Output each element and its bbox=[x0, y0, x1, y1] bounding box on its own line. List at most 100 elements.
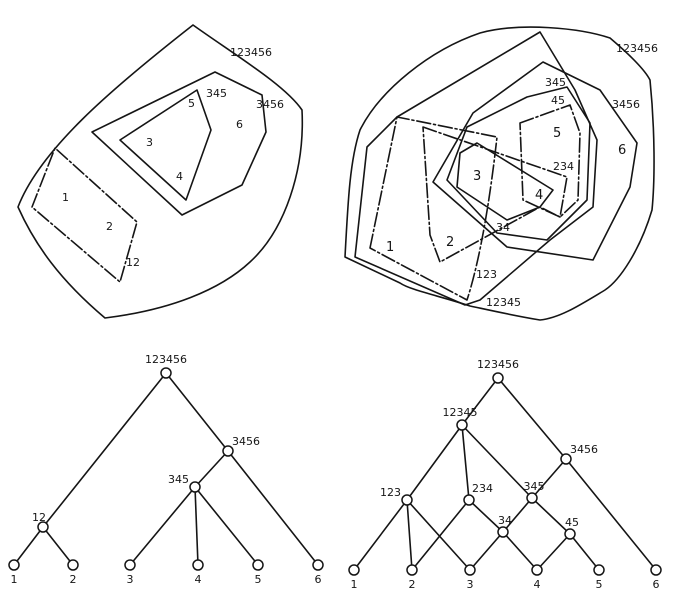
node-3 bbox=[124, 559, 136, 571]
node-3456 bbox=[560, 453, 572, 465]
node-label-12345: 12345 bbox=[443, 406, 478, 419]
edge-234-34 bbox=[468, 499, 504, 533]
label-345: 345 bbox=[545, 76, 566, 89]
node-1 bbox=[348, 564, 360, 576]
node-label-4: 4 bbox=[534, 578, 541, 591]
edge-345-4 bbox=[194, 486, 199, 566]
node-label-345: 345 bbox=[524, 480, 545, 493]
element-6: 6 bbox=[618, 143, 626, 158]
node-234 bbox=[463, 494, 475, 506]
label-345: 345 bbox=[206, 87, 227, 100]
node-label-3456: 3456 bbox=[570, 443, 598, 456]
edge-45-5 bbox=[569, 533, 600, 571]
node-2 bbox=[67, 559, 79, 571]
label-45: 45 bbox=[551, 94, 565, 107]
node-label-234: 234 bbox=[472, 482, 493, 495]
label-12345: 12345 bbox=[486, 296, 521, 309]
edge-123456-3456 bbox=[165, 372, 229, 452]
set-345 bbox=[446, 86, 591, 241]
element-3: 3 bbox=[473, 169, 481, 184]
node-label-1: 1 bbox=[351, 578, 358, 591]
node-34 bbox=[497, 526, 509, 538]
element-2: 2 bbox=[446, 235, 454, 250]
node-label-5: 5 bbox=[255, 573, 262, 586]
label-3456: 3456 bbox=[256, 98, 284, 111]
element-2: 2 bbox=[106, 220, 113, 233]
element-4: 4 bbox=[176, 170, 183, 183]
node-345 bbox=[526, 492, 538, 504]
node-123456 bbox=[160, 367, 172, 379]
element-5: 5 bbox=[188, 97, 195, 110]
edge-345-45 bbox=[531, 497, 571, 535]
node-label-2: 2 bbox=[409, 578, 416, 591]
node-label-5: 5 bbox=[596, 578, 603, 591]
node-6 bbox=[650, 564, 662, 576]
node-label-123456: 123456 bbox=[477, 358, 519, 371]
node-2 bbox=[406, 564, 418, 576]
edge-3456-6 bbox=[565, 458, 657, 571]
tree-set-diagram: 123456 12 3456 345 1 2 3 4 5 6 bbox=[17, 24, 304, 319]
label-123456: 123456 bbox=[230, 46, 272, 59]
edge-123456-12345 bbox=[461, 377, 499, 426]
node-label-12: 12 bbox=[32, 511, 46, 524]
element-6: 6 bbox=[236, 118, 243, 131]
node-label-3: 3 bbox=[127, 573, 134, 586]
set-345 bbox=[119, 89, 212, 201]
edge-34-3 bbox=[469, 531, 504, 571]
node-label-6: 6 bbox=[653, 578, 660, 591]
edge-123456-3456 bbox=[497, 377, 567, 460]
node-label-2: 2 bbox=[70, 573, 77, 586]
edge-12345-234 bbox=[461, 424, 470, 501]
edge-34-4 bbox=[502, 531, 538, 571]
edge-123-2 bbox=[406, 499, 413, 571]
edge-345-5 bbox=[194, 486, 259, 566]
label-123456: 123456 bbox=[616, 42, 658, 55]
node-4 bbox=[531, 564, 543, 576]
node-label-345: 345 bbox=[168, 473, 189, 486]
node-label-3: 3 bbox=[467, 578, 474, 591]
node-1 bbox=[8, 559, 20, 571]
edge-123456-12 bbox=[42, 372, 167, 528]
set-123456 bbox=[17, 24, 304, 319]
node-5 bbox=[252, 559, 264, 571]
label-123: 123 bbox=[476, 268, 497, 281]
node-3456 bbox=[222, 445, 234, 457]
edge-12345-345 bbox=[461, 424, 533, 499]
element-1: 1 bbox=[62, 191, 69, 204]
edge-12-2 bbox=[42, 526, 74, 566]
node-3 bbox=[464, 564, 476, 576]
label-234: 234 bbox=[553, 160, 574, 173]
node-label-123456: 123456 bbox=[145, 353, 187, 366]
semilattice-set-diagram: 123456 12345 3456 345 45 234 34 123 1 2 … bbox=[344, 26, 658, 321]
element-3: 3 bbox=[146, 136, 153, 149]
node-label-3456: 3456 bbox=[232, 435, 260, 448]
node-345 bbox=[189, 481, 201, 493]
edge-12-1 bbox=[13, 526, 44, 566]
edge-3456-345 bbox=[531, 458, 567, 499]
node-4 bbox=[192, 559, 204, 571]
edge-234-2 bbox=[411, 499, 470, 571]
edge-45-4 bbox=[536, 533, 571, 571]
node-label-1: 1 bbox=[11, 573, 18, 586]
edge-123-1 bbox=[353, 499, 408, 571]
edge-123-3 bbox=[406, 499, 471, 571]
set-45 bbox=[519, 104, 581, 218]
edge-3456-345 bbox=[194, 450, 229, 488]
edge-3456-6 bbox=[227, 450, 319, 566]
node-label-34: 34 bbox=[498, 514, 512, 527]
edge-345-3 bbox=[129, 486, 196, 566]
set-3456 bbox=[91, 71, 267, 216]
element-5: 5 bbox=[553, 126, 561, 141]
node-label-123: 123 bbox=[380, 486, 401, 499]
element-4: 4 bbox=[535, 188, 543, 203]
node-123456 bbox=[492, 372, 504, 384]
node-label-6: 6 bbox=[315, 573, 322, 586]
node-12 bbox=[37, 521, 49, 533]
node-123 bbox=[401, 494, 413, 506]
node-5 bbox=[593, 564, 605, 576]
label-12: 12 bbox=[126, 256, 140, 269]
set-234 bbox=[422, 126, 568, 263]
